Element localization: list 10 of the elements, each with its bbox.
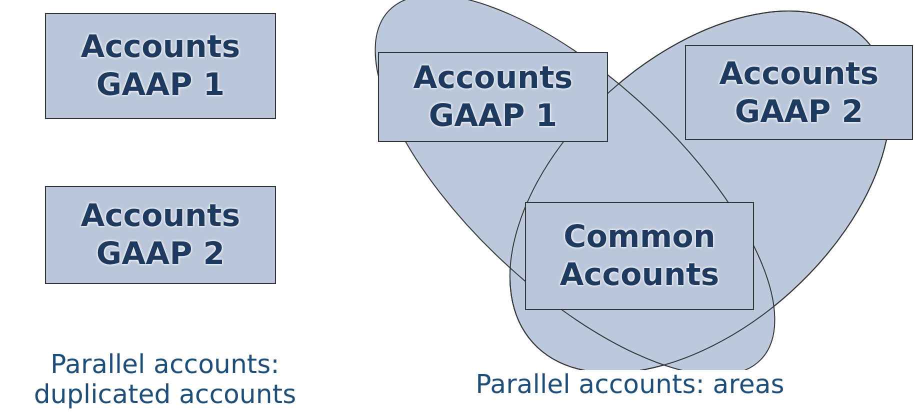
box-label: Accounts GAAP 2 bbox=[718, 54, 880, 130]
box-label: Accounts GAAP 1 bbox=[80, 28, 242, 104]
account-box bbox=[378, 52, 608, 142]
box-label: Accounts GAAP 1 bbox=[412, 59, 574, 135]
account-box bbox=[45, 186, 276, 284]
account-box bbox=[685, 45, 913, 140]
box-label: Accounts GAAP 2 bbox=[80, 197, 242, 273]
account-box bbox=[45, 13, 276, 119]
account-box bbox=[525, 202, 754, 310]
box-label: Common Accounts bbox=[558, 218, 720, 294]
